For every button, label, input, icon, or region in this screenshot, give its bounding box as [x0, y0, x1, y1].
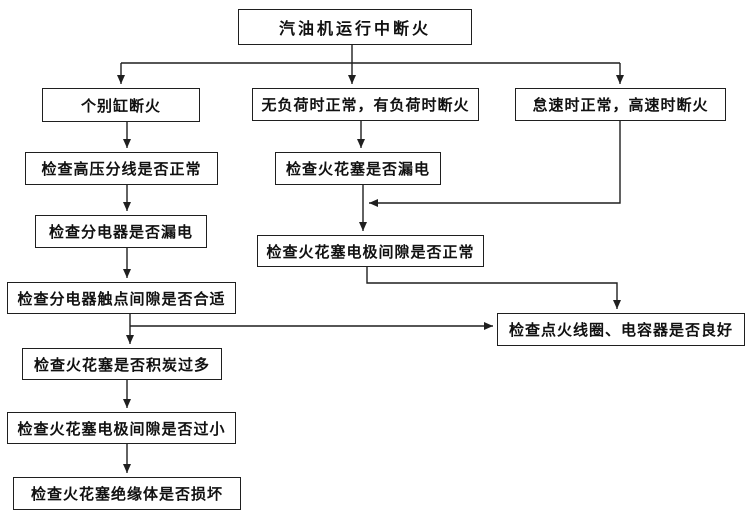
flow-node-check-carbon: 检查火花塞是否积炭过多 [22, 348, 222, 380]
flow-node-check-contact-gap: 检查分电器触点间隙是否合适 [7, 282, 236, 314]
flow-node-check-contact-gap-label: 检查分电器触点间隙是否合适 [17, 290, 226, 308]
flow-node-branch-cylinder: 个别缸断火 [42, 88, 200, 122]
flow-node-branch-load-label: 无负荷时正常，有负荷时断火 [261, 97, 470, 114]
flow-node-root: 汽油机运行中断火 [238, 9, 472, 45]
flow-node-branch-idle: 怠速时正常，高速时断火 [515, 88, 726, 121]
flow-node-check-coil-capacitor-label: 检查点火线圈、电容器是否良好 [508, 322, 733, 339]
flow-node-check-dist-leak: 检查分电器是否漏电 [35, 215, 207, 248]
connector-gap-normal-to-coil [366, 267, 621, 309]
flow-node-check-plug-leak-label: 检查火花塞是否漏电 [285, 161, 430, 178]
flow-node-check-dist-leak-label: 检查分电器是否漏电 [48, 224, 193, 241]
flow-node-check-plug-gap-small: 检查火花塞电极间隙是否过小 [7, 412, 236, 444]
flow-node-check-insulator: 检查火花塞绝缘体是否损坏 [13, 477, 241, 510]
flow-node-branch-load: 无负荷时正常，有负荷时断火 [252, 88, 479, 121]
flow-node-check-plug-gap-normal: 检查火花塞电极间隙是否正常 [257, 235, 484, 267]
flow-node-check-carbon-label: 检查火花塞是否积炭过多 [33, 356, 210, 374]
flow-node-check-hv-wire: 检查高压分线是否正常 [25, 152, 218, 185]
flow-node-check-plug-leak: 检查火花塞是否漏电 [275, 152, 441, 185]
flow-node-check-plug-gap-small-label: 检查火花塞电极间隙是否过小 [17, 420, 226, 438]
flow-node-check-plug-gap-normal-label: 检查火花塞电极间隙是否正常 [266, 243, 475, 261]
flow-node-check-coil-capacitor: 检查点火线圈、电容器是否良好 [497, 313, 745, 346]
flow-node-check-insulator-label: 检查火花塞绝缘体是否损坏 [30, 486, 223, 503]
flow-node-check-hv-wire-label: 检查高压分线是否正常 [41, 161, 202, 178]
flow-node-branch-idle-label: 怠速时正常，高速时断火 [532, 97, 709, 114]
flow-node-branch-cylinder-label: 个别缸断火 [80, 97, 161, 115]
flow-node-root-label: 汽油机运行中断火 [278, 21, 431, 38]
